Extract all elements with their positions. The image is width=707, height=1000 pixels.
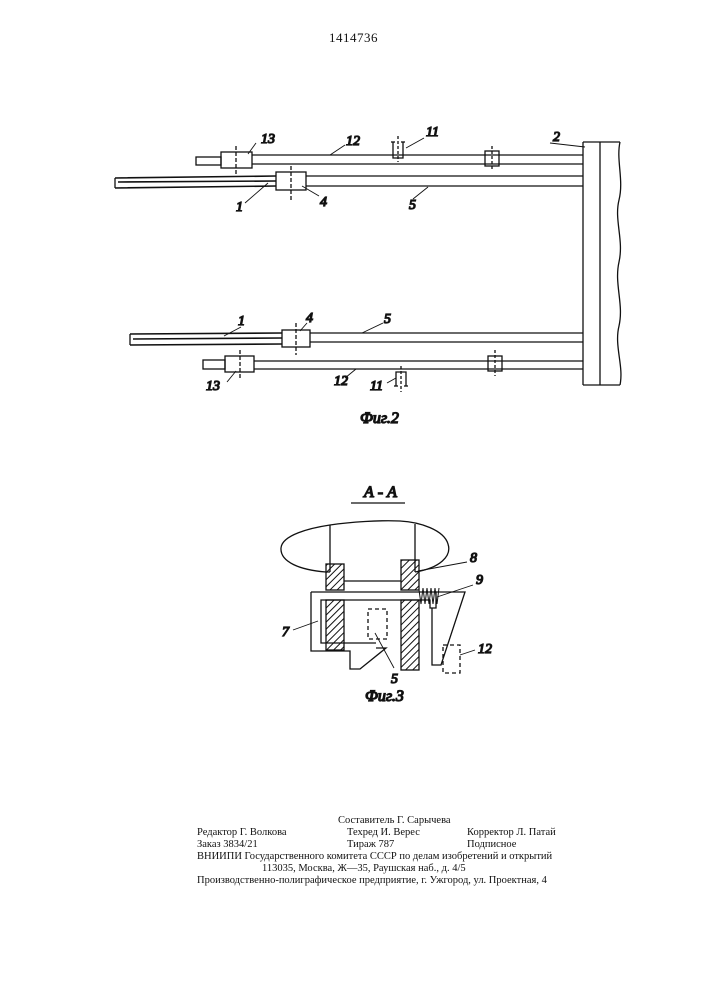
upper-stop-11 <box>391 136 405 162</box>
upper-guide-1 <box>115 176 276 188</box>
fig2-label-1-lower: 1 <box>238 314 245 329</box>
lower-guide-1 <box>130 333 282 345</box>
fig2-label-5-upper: 5 <box>409 198 416 213</box>
compiler: Составитель Г. Сарычева <box>338 815 451 826</box>
fig2-label-11-upper: 11 <box>426 125 439 140</box>
fig3-caption: Фиг.3 <box>365 688 404 705</box>
lower-bar-5 <box>282 323 583 355</box>
fig2-label-13-upper: 13 <box>261 132 275 147</box>
fig3-leaders <box>293 562 475 668</box>
frame-2 <box>583 142 621 385</box>
fig3-section-title: А - А <box>363 484 397 501</box>
rail-head <box>281 521 449 572</box>
techred: Техред И. Верес <box>347 827 420 838</box>
fig3-label-5: 5 <box>391 672 398 687</box>
fig2-label-4-upper: 4 <box>320 195 327 210</box>
plant: Производственно-полиграфическое предприя… <box>197 875 547 886</box>
editor: Редактор Г. Волкова <box>197 827 287 838</box>
fig3-label-9: 9 <box>476 573 483 588</box>
fig2-caption: Фиг.2 <box>360 410 399 427</box>
address: 113035, Москва, Ж—35, Раушская наб., д. … <box>262 863 466 874</box>
fig3-label-7: 7 <box>282 625 290 640</box>
subscription: Подписное <box>467 839 516 850</box>
fig2-label-1-upper: 1 <box>236 200 243 215</box>
fig2-label-5-lower: 5 <box>384 312 391 327</box>
upper-rod-12 <box>196 146 583 174</box>
left-jaw-upper <box>326 564 344 590</box>
right-jaw-lower <box>401 600 419 670</box>
fig2-leaders <box>224 138 585 383</box>
fig3-label-8: 8 <box>470 551 477 566</box>
corrector: Корректор Л. Патай <box>467 827 556 838</box>
fig2-label-11-lower: 11 <box>370 379 383 394</box>
lower-stop-11 <box>394 366 408 392</box>
fig2-label-2: 2 <box>553 130 560 145</box>
fig3-label-12: 12 <box>478 642 492 657</box>
fig2-label-4-lower: 4 <box>306 311 313 326</box>
fig2-drawing <box>115 136 621 392</box>
fig2-label-13-lower: 13 <box>206 379 220 394</box>
dashed-part-5 <box>368 609 387 639</box>
circulation: Тираж 787 <box>347 839 394 850</box>
institute: ВНИИПИ Государственного комитета СССР по… <box>197 851 552 862</box>
lower-rod-12 <box>203 350 583 380</box>
order: Заказ 3834/21 <box>197 839 258 850</box>
fig3-drawing <box>281 521 475 673</box>
fig2-label-12-lower: 12 <box>334 374 348 389</box>
right-jaw-upper-8 <box>401 560 419 590</box>
fig2-label-12-upper: 12 <box>346 134 360 149</box>
